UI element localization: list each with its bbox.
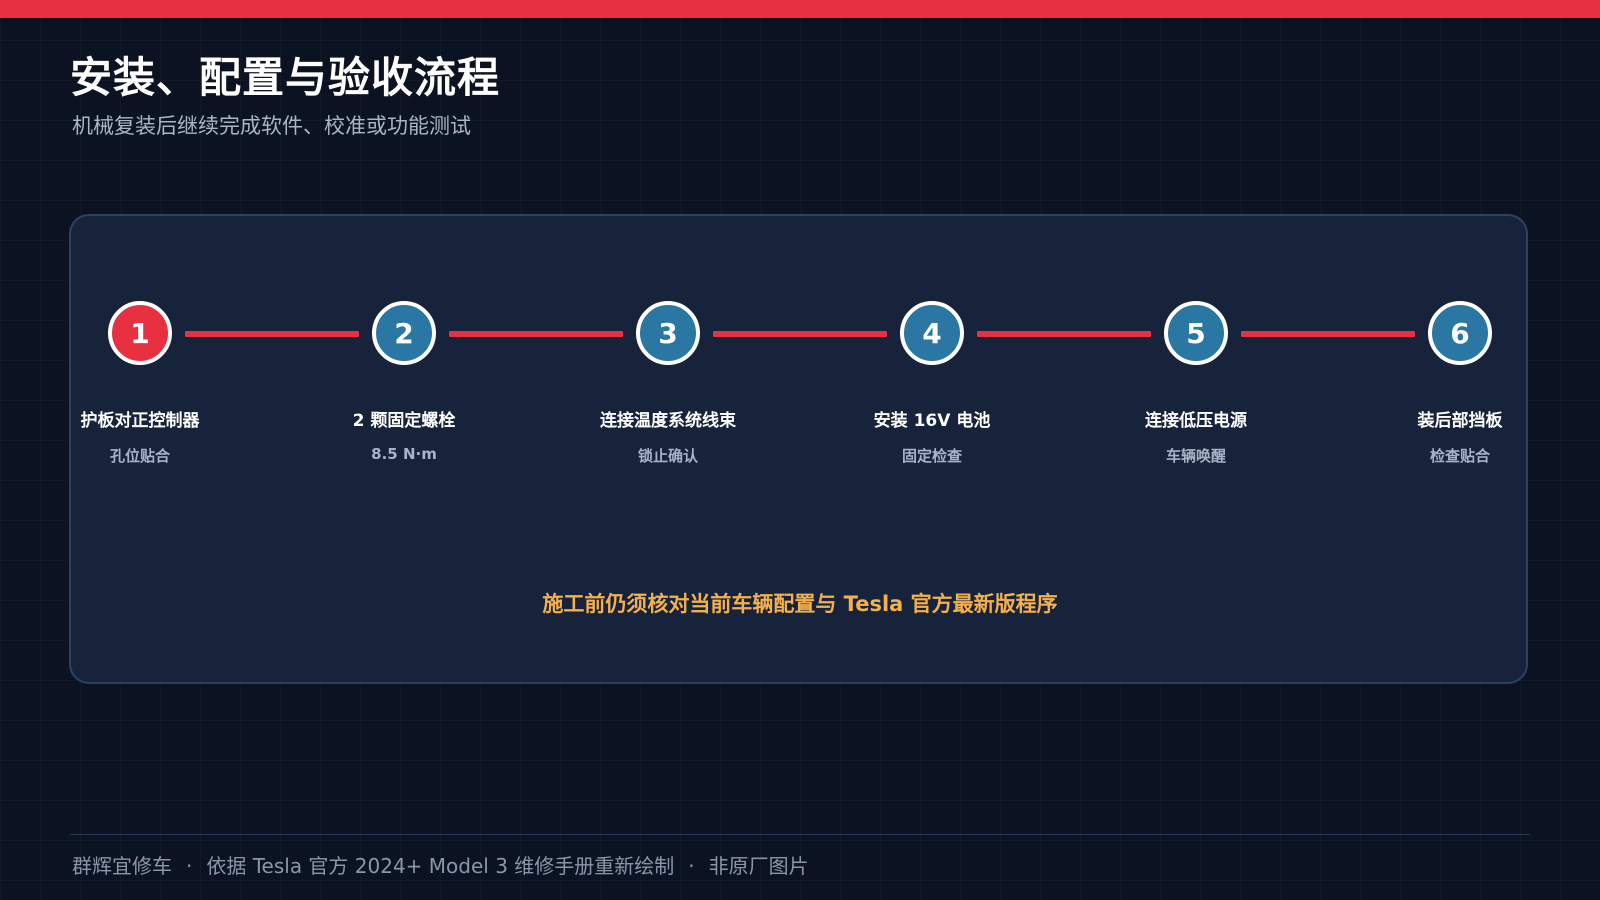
step-circle-1: 1 — [108, 301, 172, 365]
step-detail-6: 检查贴合 — [1429, 447, 1490, 465]
footer: 群辉宜修车 · 依据 Tesla 官方 2024+ Model 3 维修手册重新绘制… — [72, 850, 809, 879]
step-title-3: 连接温度系统线束 — [600, 411, 736, 431]
step-title-5: 连接低压电源 — [1145, 411, 1247, 431]
footer-separator: · — [186, 854, 193, 878]
step-connector-1-2 — [185, 331, 359, 337]
step-title-2: 2 颗固定螺栓 — [352, 411, 456, 431]
step-circle-4: 4 — [900, 301, 964, 365]
step-detail-1: 孔位贴合 — [109, 447, 170, 465]
step-detail-5: 车辆唤醒 — [1165, 447, 1226, 465]
step-connector-4-5 — [977, 331, 1151, 337]
step-circle-2: 2 — [372, 301, 436, 365]
step-connector-5-6 — [1241, 331, 1415, 337]
page-subtitle: 机械复装后继续完成软件、校准或功能测试 — [72, 114, 471, 138]
step-detail-2: 8.5 N·m — [371, 445, 437, 463]
process-panel — [69, 214, 1528, 684]
top-accent-bar — [0, 0, 1600, 18]
step-detail-4: 固定检查 — [901, 447, 962, 465]
step-connector-2-3 — [449, 331, 623, 337]
step-circle-3: 3 — [636, 301, 700, 365]
step-circle-5: 5 — [1164, 301, 1228, 365]
footer-source: 依据 Tesla 官方 2024+ Model 3 维修手册重新绘制 — [206, 854, 675, 878]
footer-disclaimer: 非原厂图片 — [708, 854, 809, 878]
step-detail-3: 锁止确认 — [637, 447, 698, 465]
step-title-4: 安装 16V 电池 — [873, 411, 991, 431]
page-title: 安装、配置与验收流程 — [70, 53, 501, 102]
step-circle-6: 6 — [1428, 301, 1492, 365]
step-connector-3-4 — [713, 331, 887, 337]
warning-notice: 施工前仍须核对当前车辆配置与 Tesla 官方最新版程序 — [542, 592, 1058, 616]
footer-separator: · — [688, 854, 695, 878]
step-title-6: 装后部挡板 — [1417, 411, 1503, 431]
step-title-1: 护板对正控制器 — [80, 411, 200, 431]
footer-brand: 群辉宜修车 — [72, 854, 172, 878]
footer-divider — [70, 834, 1530, 835]
